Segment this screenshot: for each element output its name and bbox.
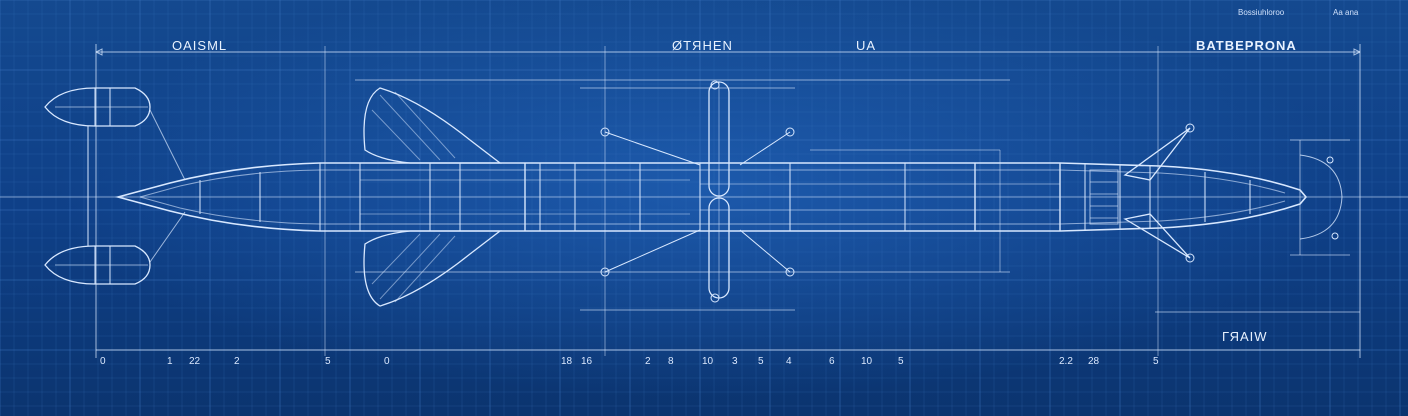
scale-tick-label: 0 [384, 356, 390, 367]
scale-tick-label: 28 [1088, 356, 1100, 367]
fuselage [114, 162, 1308, 232]
mid-strut [600, 80, 795, 303]
scale-tick-label: 10 [861, 356, 873, 367]
scale-tick-label: 16 [581, 356, 593, 367]
title-block-right: Aa ana [1333, 8, 1359, 17]
label-top-right: BATBEPRONA [1196, 38, 1297, 53]
scale-tick-label: 4 [786, 356, 792, 367]
scale-tick-label: 5 [325, 356, 331, 367]
scale-tick-label: 22 [189, 356, 201, 367]
scale-tick-label: 8 [668, 356, 674, 367]
scale-tick-label: 2 [234, 356, 240, 367]
scale-tick-label: 6 [829, 356, 835, 367]
scale-tick-label: 3 [732, 356, 738, 367]
scale-tick-label: 10 [702, 356, 714, 367]
scale-tick-label: 18 [561, 356, 573, 367]
dimension-lines [95, 44, 1361, 358]
label-top-mid-right: UA [856, 38, 877, 53]
scale-tick-label: 5 [1153, 356, 1159, 367]
side-pods [44, 87, 186, 285]
label-top-mid: ØTЯHEN [672, 38, 733, 53]
tail-fins [1123, 123, 1343, 263]
scale-tick-label: 0 [100, 356, 106, 367]
label-bottom-right: ГЯAIW [1222, 329, 1268, 344]
canard-fins [363, 87, 502, 307]
label-top-left: OAISML [172, 38, 228, 53]
scale-tick-label: 1 [167, 356, 173, 367]
scale-tick-label: 2.2 [1059, 356, 1073, 367]
scale-tick-label: 5 [758, 356, 764, 367]
scale-tick-label: 5 [898, 356, 904, 367]
scale-tick-label: 2 [645, 356, 651, 367]
title-block: Bossiuhloroo [1238, 8, 1285, 17]
